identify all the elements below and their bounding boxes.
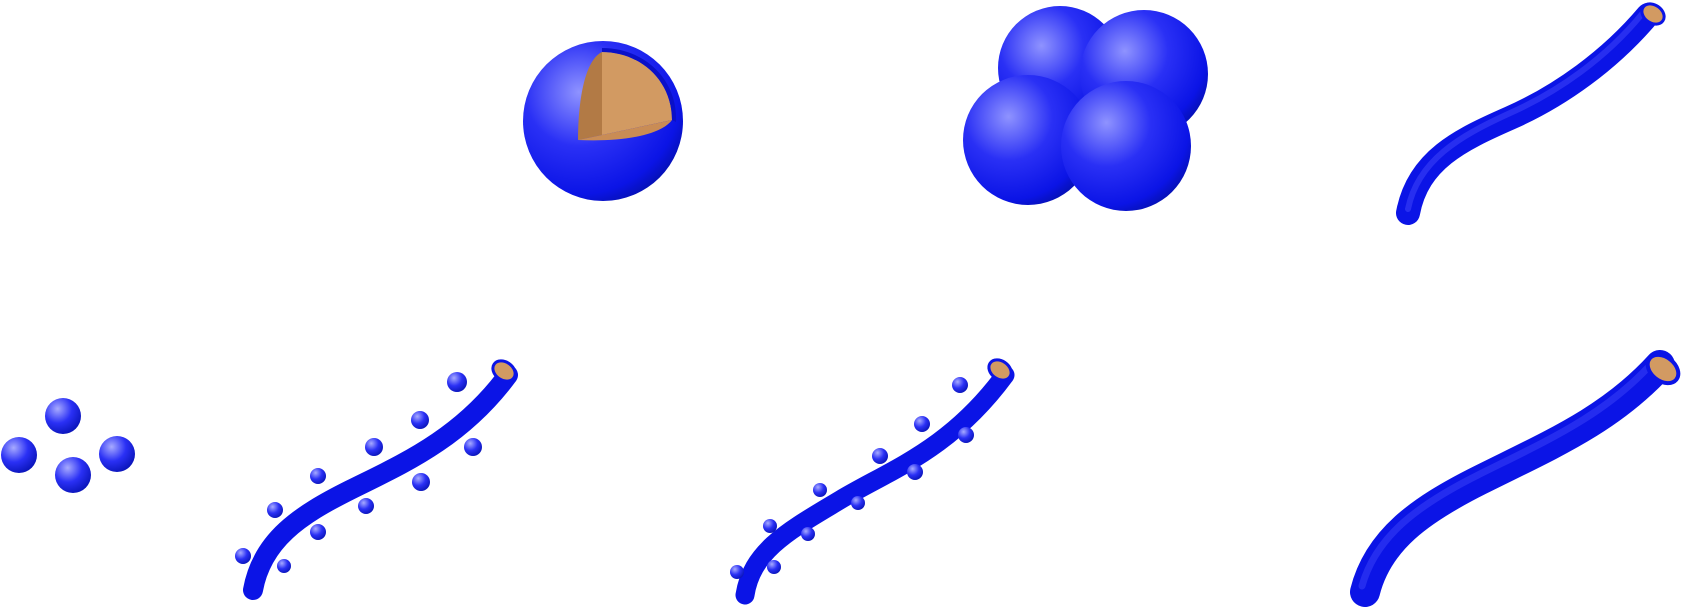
bead — [872, 448, 888, 464]
bead — [813, 483, 827, 497]
bead — [464, 438, 482, 456]
bead — [958, 427, 974, 443]
core-shell-sphere-cutaway — [523, 41, 683, 201]
bead — [851, 496, 865, 510]
tube-with-beads-1 — [235, 359, 518, 600]
bead — [763, 519, 777, 533]
bead — [412, 473, 430, 491]
small-sphere-3 — [55, 457, 91, 493]
bead — [767, 560, 781, 574]
sphere-cluster — [963, 6, 1208, 211]
tube-end-core — [987, 358, 1013, 382]
bead — [907, 464, 923, 480]
tube-bottom-right — [1350, 350, 1681, 607]
tube-with-beads-2 — [730, 358, 1015, 605]
cluster-sphere-4 — [1061, 81, 1191, 211]
bead — [952, 377, 968, 393]
tube-body — [1350, 350, 1675, 607]
bead — [310, 468, 326, 484]
tube-body — [735, 365, 1015, 605]
bead — [277, 559, 291, 573]
bead — [267, 502, 283, 518]
bead — [235, 548, 251, 564]
bead — [411, 411, 429, 429]
tube-end-core — [1645, 352, 1681, 386]
bead — [365, 438, 383, 456]
small-sphere-4 — [99, 436, 135, 472]
tube-top-right — [1396, 2, 1666, 225]
small-sphere-1 — [45, 398, 81, 434]
tube-end-core — [1640, 2, 1666, 26]
tube-highlight — [1405, 11, 1645, 212]
bead — [310, 524, 326, 540]
bead — [801, 527, 815, 541]
tube-highlight — [1358, 357, 1658, 590]
cluster-sphere-3 — [963, 75, 1093, 205]
small-sphere-2 — [1, 437, 37, 473]
tube-end-core — [491, 359, 517, 383]
small-spheres-group — [1, 398, 135, 493]
core-wedge-side — [578, 52, 602, 140]
tube-body — [243, 365, 518, 600]
bead — [447, 372, 467, 392]
bead — [914, 416, 930, 432]
bead — [358, 498, 374, 514]
core-wedge — [602, 52, 672, 135]
core-wedge-bottom — [578, 120, 672, 141]
bead — [730, 565, 744, 579]
